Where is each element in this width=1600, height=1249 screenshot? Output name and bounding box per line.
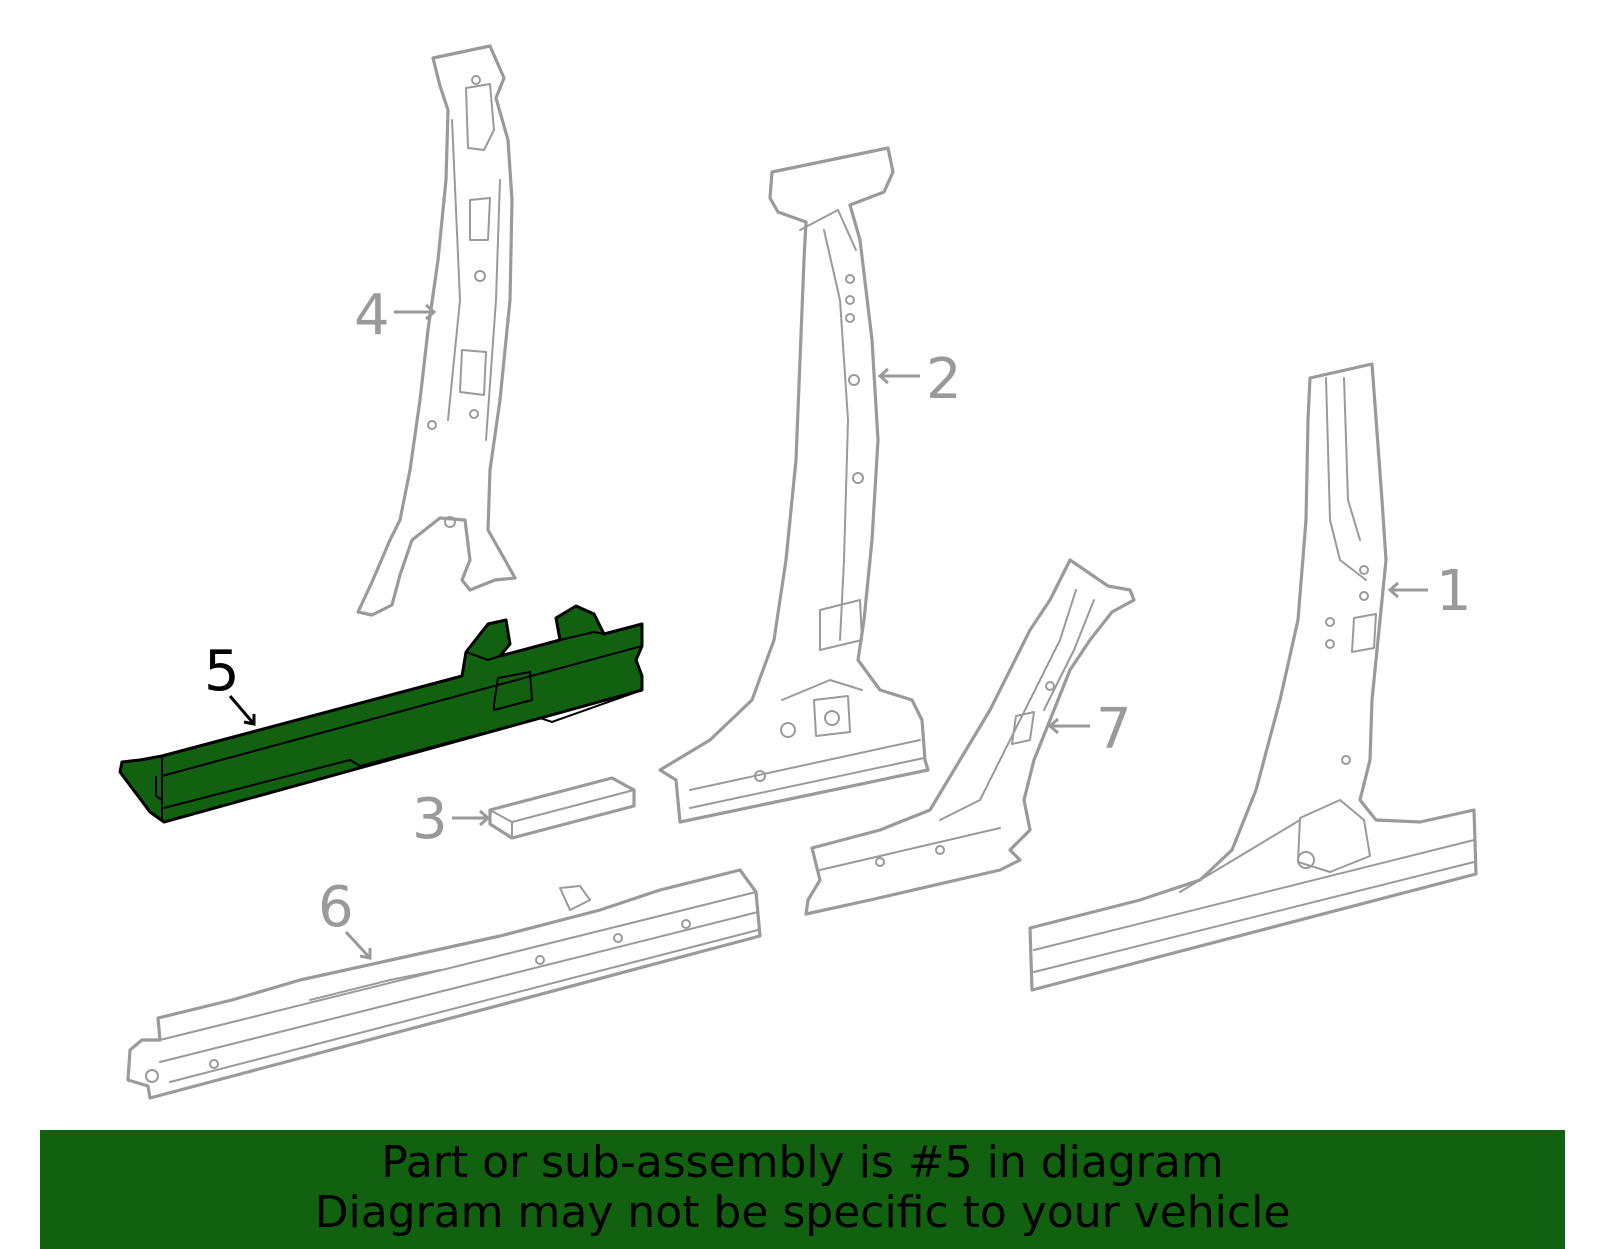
callout-6-label: 6 — [318, 875, 354, 940]
part-5-rocker-reinforcement[interactable] — [118, 604, 644, 824]
part-1-pillar-rocker[interactable] — [1028, 362, 1478, 992]
info-banner: Part or sub-assembly is #5 in diagram Di… — [40, 1130, 1565, 1249]
part-4-pillar[interactable] — [356, 44, 517, 617]
callout-6[interactable]: 6 — [318, 875, 372, 960]
callout-1[interactable]: 1 — [1387, 559, 1472, 624]
callout-1-label: 1 — [1436, 559, 1472, 624]
callout-7[interactable]: 7 — [1047, 697, 1132, 762]
callout-3-label: 3 — [412, 787, 448, 852]
part-6-rocker-rail[interactable] — [126, 868, 762, 1100]
part-3-block[interactable] — [488, 776, 636, 840]
callout-2[interactable]: 2 — [877, 347, 962, 412]
callout-5-label: 5 — [204, 639, 240, 704]
parts-diagram: 1 2 3 4 5 6 7 — [118, 44, 1478, 1100]
callout-2-label: 2 — [926, 347, 962, 412]
part-2-pillar[interactable] — [658, 146, 930, 824]
callout-7-label: 7 — [1096, 697, 1132, 762]
banner-line-1: Part or sub-assembly is #5 in diagram — [381, 1137, 1224, 1188]
part-7-pillar-lower[interactable] — [804, 558, 1136, 916]
callout-4-label: 4 — [354, 283, 390, 348]
banner-line-2: Diagram may not be specific to your vehi… — [314, 1187, 1291, 1238]
callout-5[interactable]: 5 — [204, 639, 256, 726]
callout-3[interactable]: 3 — [412, 787, 491, 852]
callout-4[interactable]: 4 — [354, 283, 437, 348]
